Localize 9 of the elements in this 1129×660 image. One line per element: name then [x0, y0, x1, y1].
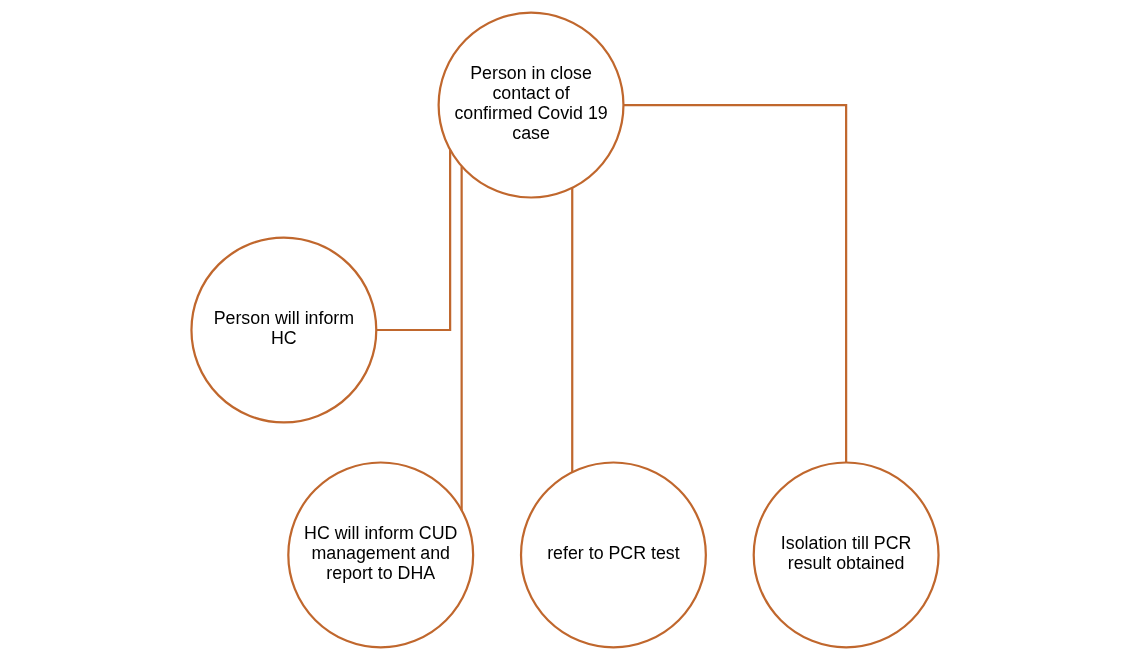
node-circle: refer to PCR test	[519, 461, 707, 649]
node-circle: Person in close contact of confirmed Covid 19 case	[437, 11, 625, 199]
connector	[623, 103, 847, 463]
node-circle: HC will inform CUD management and report to DHA	[286, 461, 474, 649]
connector	[460, 166, 463, 511]
connector	[570, 188, 573, 472]
node-circle: Person will inform HC	[189, 236, 377, 424]
node-circle: Isolation till PCR result obtained	[752, 461, 940, 649]
connector	[376, 150, 451, 332]
